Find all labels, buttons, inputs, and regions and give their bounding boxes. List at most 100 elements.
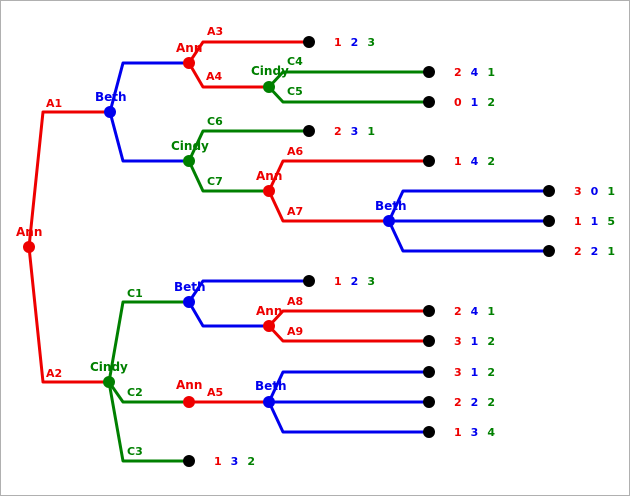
payoff-beth: 2 xyxy=(471,396,479,409)
payoff-ann: 1 xyxy=(454,155,462,168)
labels-layer: A1A2A3A4C4C5C6C7A6A7C1C2C3A8A9A5AnnBethA… xyxy=(16,25,615,468)
edge-c6 xyxy=(187,129,311,163)
payoff-ann: 1 xyxy=(334,36,342,49)
move-label-a4: A4 xyxy=(206,70,223,83)
move-label-a9: A9 xyxy=(287,325,303,338)
edge-a6 xyxy=(267,159,431,193)
edge-c4 xyxy=(267,70,431,89)
move-label-c7: C7 xyxy=(207,175,223,188)
payoff-ann: 2 xyxy=(454,66,462,79)
terminal-node xyxy=(423,426,435,438)
payoff-cindy: 1 xyxy=(607,245,615,258)
move-label-a3: A3 xyxy=(207,25,223,38)
payoff-beth: 2 xyxy=(591,245,599,258)
payoff-ann: 1 xyxy=(574,215,582,228)
edges-layer xyxy=(27,40,551,463)
payoff-beth: 1 xyxy=(591,215,599,228)
node-label-ann: Ann xyxy=(176,378,202,392)
decision-node-ann xyxy=(263,320,275,332)
node-label-cindy: Cindy xyxy=(171,139,209,153)
move-label-c6: C6 xyxy=(207,115,223,128)
edge-b2c xyxy=(387,219,551,253)
terminal-node xyxy=(303,36,315,48)
terminal-node xyxy=(303,275,315,287)
edge-c7 xyxy=(187,159,271,193)
payoff-ann: 3 xyxy=(454,366,462,379)
decision-node-cindy xyxy=(183,155,195,167)
payoff-cindy: 3 xyxy=(367,275,375,288)
payoff-beth: 3 xyxy=(231,455,239,468)
move-label-c3: C3 xyxy=(127,445,143,458)
payoff-cindy: 3 xyxy=(367,36,375,49)
nodes-layer xyxy=(23,36,555,467)
payoff-beth: 4 xyxy=(471,155,479,168)
edge-c3 xyxy=(107,380,191,463)
payoff-cindy: 1 xyxy=(607,185,615,198)
edge-a7 xyxy=(267,189,391,223)
move-label-c4: C4 xyxy=(287,55,303,68)
decision-node-beth xyxy=(104,106,116,118)
terminal-node xyxy=(543,245,555,257)
payoff-cindy: 2 xyxy=(487,155,495,168)
node-label-cindy: Cindy xyxy=(251,64,289,78)
edge-b2a xyxy=(387,189,551,223)
terminal-node xyxy=(543,185,555,197)
node-label-beth: Beth xyxy=(255,379,287,393)
payoff-cindy: 5 xyxy=(607,215,615,228)
edge-b4c xyxy=(267,400,431,434)
payoff-ann: 2 xyxy=(454,396,462,409)
terminal-node xyxy=(423,366,435,378)
edge-c5 xyxy=(267,85,431,104)
payoff-beth: 0 xyxy=(591,185,599,198)
payoff-ann: 1 xyxy=(334,275,342,288)
move-label-c1: C1 xyxy=(127,287,143,300)
edge-a4 xyxy=(187,61,271,89)
terminal-node xyxy=(423,155,435,167)
payoff-cindy: 2 xyxy=(487,366,495,379)
payoff-ann: 2 xyxy=(454,305,462,318)
payoff-ann: 2 xyxy=(574,245,582,258)
node-label-beth: Beth xyxy=(375,199,407,213)
decision-node-ann xyxy=(183,57,195,69)
terminal-node xyxy=(543,215,555,227)
decision-node-cindy xyxy=(103,376,115,388)
terminal-node xyxy=(183,455,195,467)
terminal-node xyxy=(423,96,435,108)
payoff-beth: 2 xyxy=(351,36,359,49)
edge-b3d xyxy=(187,300,271,328)
edge-a1 xyxy=(27,110,112,249)
edge-b1u xyxy=(108,61,191,114)
payoff-cindy: 2 xyxy=(487,396,495,409)
move-label-c2: C2 xyxy=(127,386,143,399)
move-label-a1: A1 xyxy=(46,97,62,110)
terminal-node xyxy=(423,396,435,408)
edge-b4a xyxy=(267,370,431,404)
move-label-a7: A7 xyxy=(287,205,303,218)
payoff-beth: 1 xyxy=(471,335,479,348)
node-label-ann: Ann xyxy=(256,304,282,318)
edge-a2 xyxy=(27,245,111,384)
edge-a9 xyxy=(267,324,431,343)
move-label-a5: A5 xyxy=(207,386,223,399)
payoff-cindy: 1 xyxy=(487,66,495,79)
terminal-node xyxy=(303,125,315,137)
node-label-beth: Beth xyxy=(174,280,206,294)
payoff-ann: 1 xyxy=(454,426,462,439)
decision-node-beth xyxy=(383,215,395,227)
